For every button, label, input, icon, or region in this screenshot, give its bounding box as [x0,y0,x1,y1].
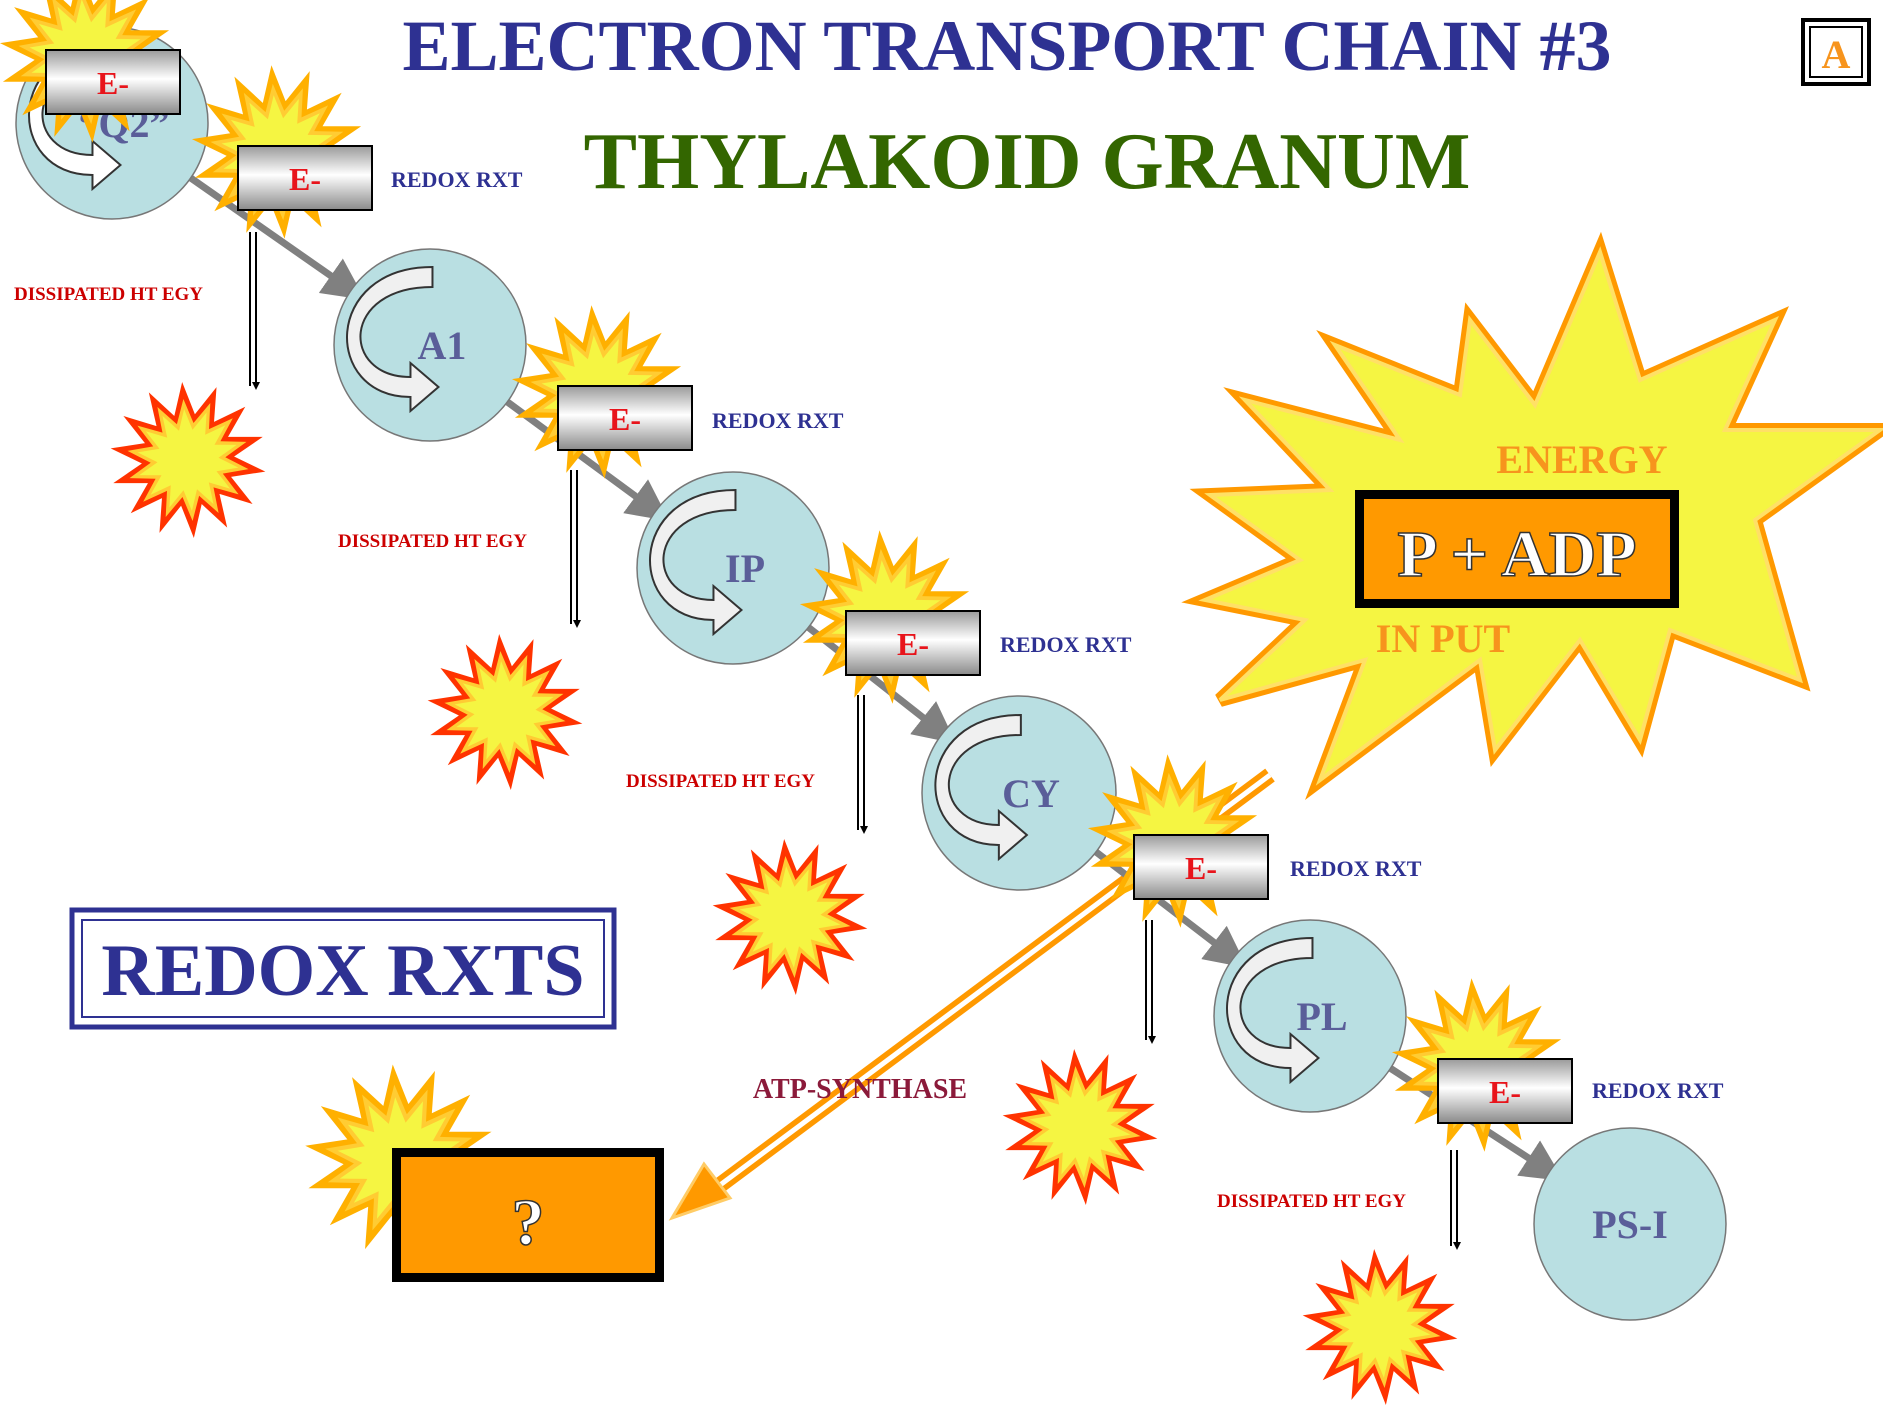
page-subtitle: THYLAKOID GRANUM [584,118,1471,206]
output-box-label: ? [512,1186,545,1259]
rotate-arrow-icon [934,713,1029,862]
electron-label: E- [1489,1074,1521,1110]
chain-node-label: CY [1002,771,1060,816]
energy-input: ENERGY P + ADP IN PUT [1355,437,1679,661]
dissipated-heat-label: DISSIPATED HT EGY [1217,1191,1406,1212]
output-box: ? [392,1148,664,1282]
atp-synthase-label: ATP-SYNTHASE [753,1074,967,1105]
chain-node: A1 [333,248,527,442]
electron-label: E- [97,65,129,101]
energy-label: ENERGY [1496,437,1667,482]
electron-box: E- [1133,834,1269,900]
electron-box: E- [1437,1058,1573,1124]
corner-badge: A [1801,18,1871,86]
chain-node: IP [636,471,830,665]
electron-box: E- [557,385,693,451]
rotate-arrow-icon [649,488,744,637]
heat-burst [427,634,583,790]
redox-rxt-label: REDOX RXT [391,167,523,192]
electron-label: E- [897,626,929,662]
redox-legend-label: REDOX RXTS [101,930,584,1012]
electron-box: E- [845,610,981,676]
electron-label: E- [289,161,321,197]
chain-node: PS-I [1533,1127,1727,1321]
dissipated-heat-label: DISSIPATED HT EGY [14,284,203,305]
redox-rxt-label: REDOX RXT [712,408,844,433]
heat-burst [1302,1249,1458,1405]
heat-burst [1002,1049,1158,1205]
corner-badge-label: A [1822,32,1851,77]
rotate-arrow-icon [346,265,441,414]
dissipated-heat-label: DISSIPATED HT EGY [338,531,527,552]
electron-label: E- [1185,850,1217,886]
chain-node: CY [921,695,1117,891]
electron-box: E- [237,145,373,211]
chain-node-label: PS-I [1592,1202,1668,1247]
electron-box: E- [45,49,181,115]
electron-label: E- [609,401,641,437]
redox-rxt-label: REDOX RXT [1290,856,1422,881]
redox-rxt-label: REDOX RXT [1000,632,1132,657]
chain-node-label: IP [725,546,765,591]
heat-burst [110,382,266,538]
chain-arrow [180,169,366,300]
p-adp-label: P + ADP [1397,518,1636,591]
redox-rxt-label: REDOX RXT [1592,1078,1724,1103]
chain-node: PL [1213,919,1407,1113]
dissipated-heat-label: DISSIPATED HT EGY [626,771,815,792]
chain-node-label: A1 [418,323,467,368]
chain-node-label: PL [1296,994,1347,1039]
input-label: IN PUT [1376,616,1511,661]
heat-burst [712,839,868,995]
redox-legend-box: REDOX RXTS [69,907,617,1030]
page-title: ELECTRON TRANSPORT CHAIN #3 [402,6,1611,86]
rotate-arrow-icon [1226,936,1321,1085]
